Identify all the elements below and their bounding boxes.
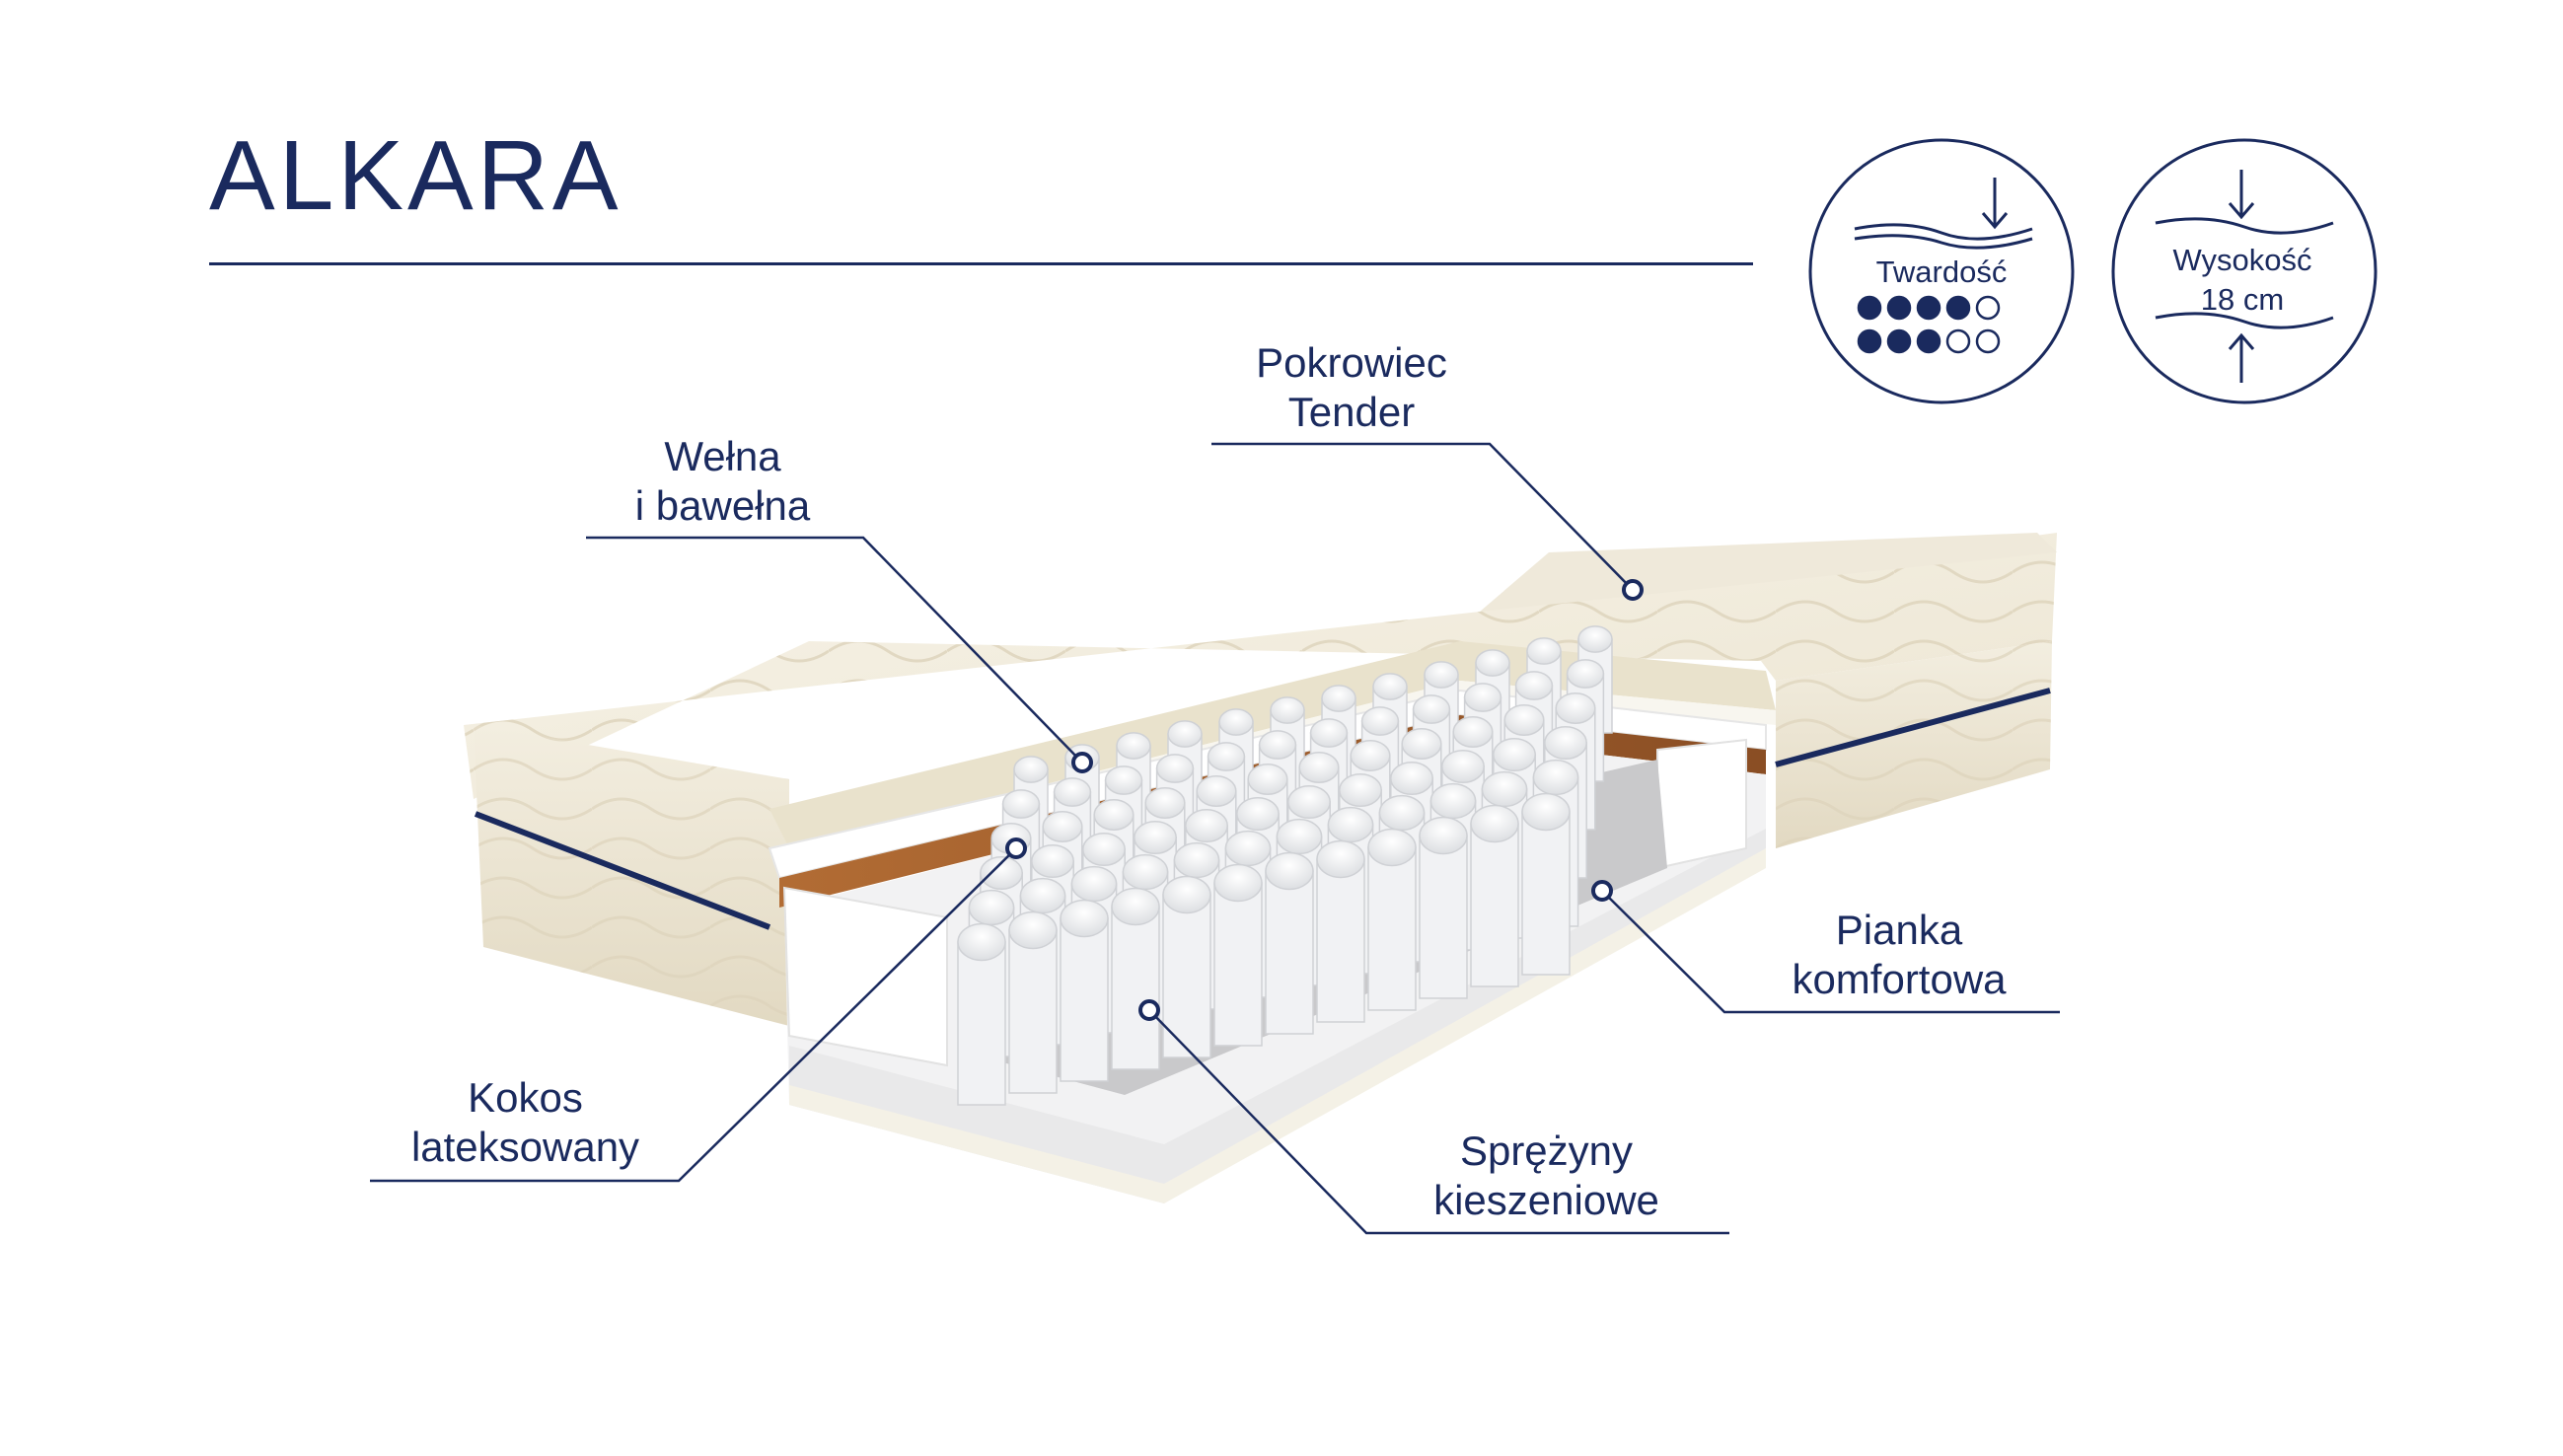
height-wave-bottom	[2155, 312, 2334, 329]
spring-r6-c7	[1265, 851, 1314, 1035]
spring-r6-c1	[957, 922, 1006, 1106]
spring-r6-c11	[1470, 804, 1519, 987]
rating-dot-filled-r1-1	[1857, 295, 1882, 321]
arrow-down-icon	[1981, 178, 2009, 230]
label-wool-line1: Wełna	[664, 433, 781, 479]
label-springs-line1: Sprężyny	[1459, 1128, 1634, 1174]
spring-r6-c10	[1419, 816, 1468, 999]
firmness-label: Twardość	[1875, 255, 2008, 289]
rating-dot-filled-r2-1	[1857, 328, 1882, 354]
spring-r6-c4	[1111, 887, 1160, 1070]
label-wool-line2: i bawełna	[634, 482, 811, 529]
leader-foam	[1601, 890, 2060, 1014]
pocket-springs	[957, 625, 1613, 1106]
label-cover: Pokrowiec Tender	[1218, 338, 1485, 437]
label-cover-line1: Pokrowiec	[1256, 339, 1447, 386]
rating-dot-filled-r2-3	[1916, 328, 1941, 354]
spring-r6-c12	[1521, 792, 1571, 976]
height-wave-top	[2155, 217, 2334, 235]
label-coconut-line2: lateksowany	[410, 1124, 640, 1170]
badges-graphics	[1808, 138, 2378, 404]
spring-r6-c2	[1008, 910, 1058, 1094]
firmness-badge-circle	[1808, 138, 2075, 404]
height-label: Wysokość	[2172, 243, 2312, 277]
side-foam-right	[1656, 738, 1747, 870]
dot-springs	[1138, 999, 1160, 1021]
label-foam: Pianka komfortowa	[1736, 906, 2062, 1004]
title-underline	[209, 262, 1753, 265]
label-wool: Wełna i bawełna	[587, 432, 858, 531]
firmness-wave	[1854, 223, 2033, 241]
dot-coconut	[1005, 837, 1027, 859]
label-foam-line1: Pianka	[1835, 907, 1963, 953]
label-cover-line2: Tender	[1287, 389, 1416, 435]
label-coconut: Kokos lateksowany	[375, 1073, 676, 1172]
arrow-up-icon	[2228, 332, 2255, 383]
leader-lines	[370, 442, 2060, 1235]
leader-cover	[1211, 442, 1634, 591]
leader-coconut	[370, 847, 1017, 1183]
product-title: ALKARA	[209, 120, 622, 231]
label-coconut-line1: Kokos	[468, 1074, 583, 1121]
leader-springs	[1148, 1009, 1729, 1235]
rating-dot-filled-r1-3	[1916, 295, 1941, 321]
rating-dot-empty-r1-5	[1975, 295, 2001, 321]
dot-cover	[1622, 579, 1644, 601]
rating-dot-empty-r2-4	[1945, 328, 1971, 354]
leader-wool	[586, 536, 1083, 764]
label-foam-line2: komfortowa	[1792, 956, 2007, 1002]
dot-foam	[1591, 880, 1613, 902]
label-springs: Sprężyny kieszeniowe	[1376, 1127, 1717, 1225]
firmness-wave-2	[1854, 234, 2033, 250]
firmness-rating-dots	[1857, 295, 2001, 354]
spring-r6-c9	[1367, 828, 1417, 1011]
spring-r6-c3	[1060, 899, 1109, 1082]
spring-r6-c8	[1316, 839, 1365, 1023]
height-value: 18 cm	[2200, 282, 2285, 317]
rating-dot-filled-r1-4	[1945, 295, 1971, 321]
dot-wool	[1071, 752, 1093, 773]
callout-dots	[1005, 579, 1644, 1021]
side-foam-left	[782, 886, 948, 1067]
arrow-down-icon	[2228, 170, 2255, 220]
height-badge-circle	[2111, 138, 2378, 404]
spring-r6-c5	[1162, 875, 1211, 1058]
rating-dot-empty-r2-5	[1975, 328, 2001, 354]
rating-dot-filled-r1-2	[1886, 295, 1912, 321]
spring-r6-c6	[1213, 863, 1263, 1047]
label-springs-line2: kieszeniowe	[1433, 1177, 1659, 1223]
rating-dot-filled-r2-2	[1886, 328, 1912, 354]
